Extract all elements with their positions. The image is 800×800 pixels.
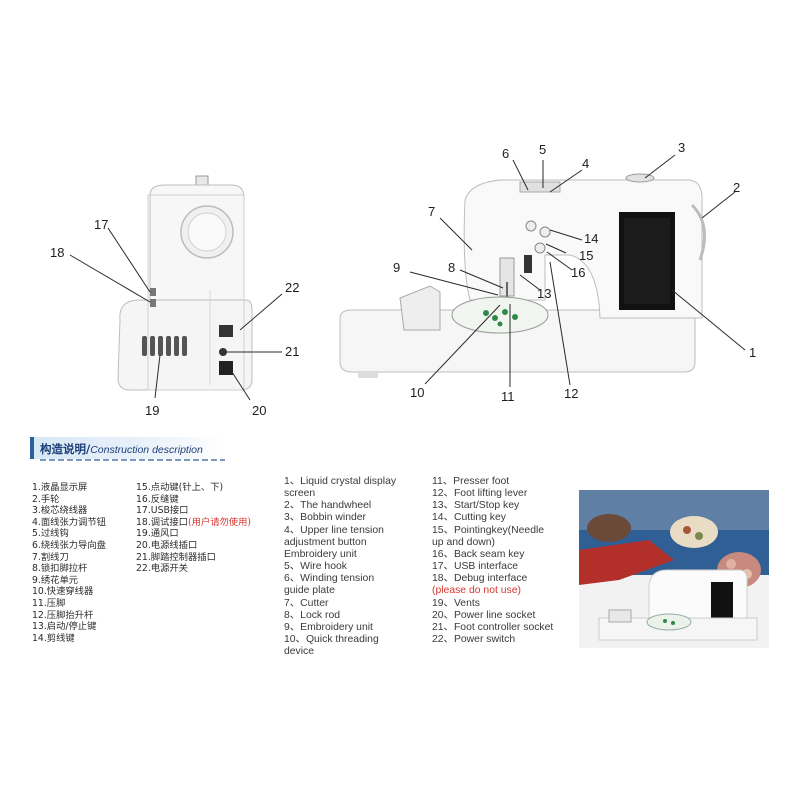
- list-item: 17、USB interface: [432, 561, 519, 573]
- banner-title-en: Construction description: [90, 444, 203, 456]
- list-item: 6.绕线张力导向盘: [32, 539, 106, 551]
- callout-12: 12: [564, 386, 579, 401]
- list-item: 2.手轮: [32, 493, 60, 505]
- list-item: 18、Debug interface: [432, 573, 528, 585]
- list-item: 11.压脚: [32, 597, 66, 609]
- callout-3: 3: [678, 140, 686, 155]
- list-item: 9.绣花单元: [32, 574, 79, 586]
- section-banner: 构造说明/Construction description: [30, 433, 230, 463]
- list-item: 5.过线钩: [32, 528, 69, 540]
- list-item: screen: [284, 488, 316, 500]
- list-item: 17.USB接口: [136, 505, 189, 517]
- list-item: 2、The handwheel: [284, 500, 372, 512]
- callout-8: 8: [448, 260, 456, 275]
- list-item: 14.剪线键: [32, 632, 75, 644]
- list-item: device: [284, 646, 315, 658]
- list-item: Embroidery unit: [284, 548, 357, 560]
- banner-title-cn: 构造说明/: [40, 442, 91, 456]
- callout-19: 19: [145, 403, 160, 418]
- product-photo-art: [579, 490, 769, 648]
- callout-4: 4: [582, 156, 590, 171]
- en-parts-list-1: 1、Liquid crystal display screen 2、The ha…: [284, 476, 396, 658]
- callout-1: 1: [749, 345, 757, 360]
- callout-11: 11: [501, 389, 515, 404]
- cn-parts-list-1: 1.液晶显示屏 2.手轮 3.梭芯绕线器 4.面线张力调节钮 5.过线钩 6.绕…: [32, 482, 106, 644]
- cn-parts-list-2: 15.点动键(针上、下) 16.反缝键 17.USB接口 18.调试接口(用户请…: [136, 482, 251, 575]
- product-photo: [579, 490, 769, 648]
- list-item: 5、Wire hook: [284, 561, 347, 573]
- callout-18: 18: [50, 245, 65, 260]
- list-item: 15、Pointingkey(Needle: [432, 524, 545, 536]
- list-item: 10、Quick threading: [284, 634, 379, 646]
- banner-accent-bar: [30, 437, 34, 459]
- list-item: guide plate: [284, 585, 335, 597]
- list-item: 21.脚踏控制器插口: [136, 551, 216, 563]
- callout-9: 9: [393, 260, 401, 275]
- list-item: 10.快速穿线器: [32, 586, 94, 598]
- list-item-text: 18.调试接口: [136, 516, 188, 528]
- list-item: 22.电源开关: [136, 563, 188, 575]
- banner-title: 构造说明/Construction description: [40, 441, 203, 457]
- list-item: 4、Upper line tension: [284, 524, 384, 536]
- list-item: 13、Start/Stop key: [432, 500, 520, 512]
- callout-22: 22: [285, 280, 300, 295]
- callout-17: 17: [94, 217, 109, 232]
- callout-13: 13: [537, 286, 552, 301]
- callout-2: 2: [733, 180, 741, 195]
- callout-5: 5: [539, 142, 547, 157]
- callout-15: 15: [579, 248, 594, 263]
- callout-20: 20: [252, 403, 267, 418]
- callout-10: 10: [410, 385, 425, 400]
- list-item: adjustment button: [284, 536, 367, 548]
- list-item: 16、Back seam key: [432, 548, 525, 560]
- callout-7: 7: [428, 204, 436, 219]
- list-item: 7.割线刀: [32, 551, 69, 563]
- banner-underline: [40, 459, 225, 461]
- list-item: 13.启动/停止键: [32, 621, 97, 633]
- list-item: 1.液晶显示屏: [32, 482, 88, 493]
- list-item: 1、Liquid crystal display: [284, 476, 397, 487]
- list-item: 19、Vents: [432, 597, 480, 609]
- callout-14: 14: [584, 231, 599, 246]
- list-item: 3、Bobbin winder: [284, 512, 367, 524]
- list-item: 19.通风口: [136, 528, 179, 540]
- banner-background: [30, 437, 226, 459]
- callout-21: 21: [285, 344, 300, 359]
- list-item: 3.梭芯绕线器: [32, 505, 88, 517]
- list-item: up and down): [432, 536, 495, 548]
- list-item: 20.电源线插口: [136, 539, 198, 551]
- list-item: 11、Presser foot: [432, 476, 510, 487]
- list-item: 16.反缝键: [136, 493, 179, 505]
- list-item: 22、Power switch: [432, 634, 516, 646]
- warning-note: (用户请勿使用): [187, 516, 252, 528]
- list-item: 12.压脚抬升杆: [32, 609, 94, 621]
- list-item: 15.点动键(针上、下): [136, 482, 224, 493]
- callout-16: 16: [571, 265, 586, 280]
- callout-6: 6: [502, 146, 510, 161]
- warning-note: (please do not use): [432, 585, 521, 597]
- en-parts-list-2: 11、Presser foot 12、Foot lifting lever 13…: [432, 476, 553, 646]
- list-item: 4.面线张力调节钮: [32, 516, 106, 528]
- list-item: 6、Winding tension: [284, 573, 375, 585]
- list-item: 18.调试接口(用户请勿使用): [136, 517, 251, 529]
- list-item: 20、Power line socket: [432, 609, 536, 621]
- list-item: 21、Foot controller socket: [432, 621, 554, 633]
- list-item: 12、Foot lifting lever: [432, 488, 528, 500]
- list-item: 7、Cutter: [284, 597, 329, 609]
- list-item: 8、Lock rod: [284, 609, 341, 621]
- list-item: 9、Embroidery unit: [284, 621, 373, 633]
- list-item: 14、Cutting key: [432, 512, 506, 524]
- list-item: 8.锁扣脚拉杆: [32, 563, 88, 575]
